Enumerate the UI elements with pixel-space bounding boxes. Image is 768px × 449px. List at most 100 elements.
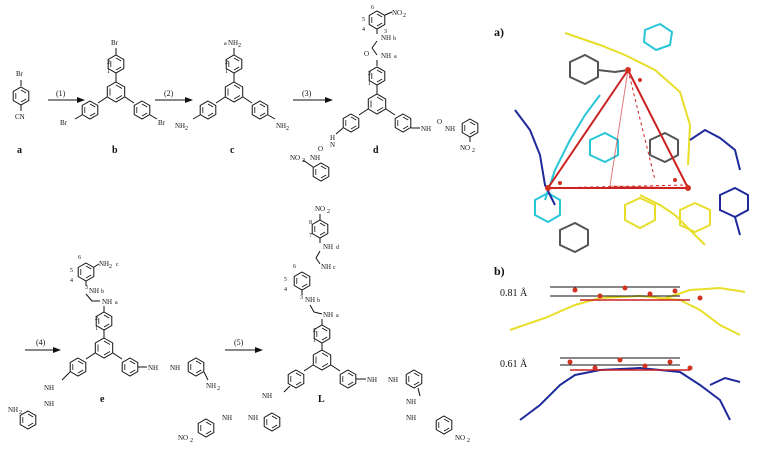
svg-text:NH: NH: [388, 376, 398, 384]
svg-text:6: 6: [293, 264, 296, 270]
svg-text:2: 2: [327, 209, 330, 215]
svg-text:b: b: [393, 36, 396, 42]
yellow-side-view: [509, 286, 746, 336]
arrow-step-2: (2): [155, 89, 193, 103]
svg-text:2: 2: [238, 43, 241, 49]
svg-text:NH: NH: [445, 125, 455, 133]
panel-b-side-views: b) 0.81 Å 0.61 Å: [494, 264, 746, 421]
svg-text:a: a: [394, 54, 397, 60]
svg-text:NH: NH: [381, 34, 391, 42]
svg-text:NH: NH: [170, 364, 180, 372]
svg-text:5: 5: [70, 268, 73, 274]
measurement-bottom: 0.61 Å: [500, 358, 528, 370]
svg-text:2: 2: [368, 71, 371, 77]
blue-molecule: [514, 109, 749, 236]
svg-text:NH: NH: [222, 414, 232, 422]
svg-text:2: 2: [472, 148, 475, 154]
svg-text:2: 2: [403, 13, 406, 19]
compound-d-label: d: [373, 145, 379, 156]
step-1-label: (1): [56, 89, 66, 98]
svg-text:NO: NO: [460, 144, 470, 152]
svg-text:NH: NH: [228, 39, 238, 47]
svg-text:4: 4: [362, 27, 365, 33]
arrow-step-5: (5): [225, 338, 263, 353]
compound-L: NO 2 8 7 NH d NH c 6 5 4 3 NH b NH a 2 1…: [178, 205, 470, 444]
step-2-label: (2): [164, 89, 174, 98]
gray-molecule: [559, 53, 679, 254]
svg-text:2: 2: [109, 264, 112, 270]
svg-text:NH: NH: [262, 392, 272, 400]
triangle-outline: [546, 68, 690, 189]
svg-text:6: 6: [371, 5, 374, 11]
svg-text:NH: NH: [276, 122, 286, 130]
step-5-label: (5): [234, 338, 244, 347]
svg-text:NH: NH: [381, 52, 391, 60]
compound-e: 6 5 4 3 NH 2 c NH b NH a 2 1 NH NH NH 2 …: [8, 255, 220, 430]
compound-c: a NH 2 2 1 NH 2 NH 2 c: [175, 39, 289, 156]
svg-text:2: 2: [185, 126, 188, 132]
svg-text:NH: NH: [102, 298, 112, 306]
svg-text:1: 1: [107, 69, 110, 75]
compound-a-label: a: [17, 145, 22, 156]
compound-b: Br 2 1 Br Br b: [60, 39, 166, 156]
svg-text:NH: NH: [305, 296, 315, 304]
svg-text:NH: NH: [406, 398, 416, 406]
svg-text:NH: NH: [321, 263, 331, 271]
svg-text:NO: NO: [290, 154, 300, 162]
svg-text:NH: NH: [206, 382, 216, 390]
svg-text:2: 2: [19, 410, 22, 416]
svg-text:d: d: [336, 245, 339, 251]
svg-text:b: b: [317, 298, 320, 304]
panel-b-label: b): [494, 264, 505, 278]
yellow-molecule: [564, 32, 711, 246]
svg-text:1: 1: [313, 338, 316, 344]
svg-text:a: a: [115, 300, 118, 306]
svg-text:O: O: [318, 145, 323, 153]
svg-text:2: 2: [107, 60, 110, 66]
svg-text:1: 1: [368, 81, 371, 87]
svg-text:2: 2: [95, 316, 98, 322]
svg-text:NH: NH: [310, 154, 320, 162]
svg-text:NH: NH: [8, 406, 18, 414]
compound-e-label: e: [100, 394, 105, 405]
svg-text:NO: NO: [455, 434, 465, 442]
svg-text:a: a: [224, 41, 227, 47]
svg-text:c: c: [116, 262, 119, 268]
svg-text:4: 4: [70, 278, 73, 284]
svg-text:NH: NH: [406, 414, 416, 422]
svg-text:2: 2: [286, 126, 289, 132]
svg-text:2: 2: [225, 60, 228, 66]
svg-text:6: 6: [78, 255, 81, 261]
svg-text:NH: NH: [323, 243, 333, 251]
svg-text:5: 5: [284, 277, 287, 283]
red-atoms: [545, 67, 691, 191]
svg-text:2: 2: [217, 386, 220, 392]
svg-text:2: 2: [302, 158, 305, 164]
b-br-left: Br: [60, 119, 68, 127]
panel-a-structure: a): [494, 22, 749, 254]
svg-text:3: 3: [85, 285, 88, 291]
b-br-right: Br: [158, 119, 166, 127]
step-4-label: (4): [36, 338, 46, 347]
a-cn: CN: [15, 113, 25, 121]
b-br-top: Br: [111, 39, 119, 47]
svg-text:NH: NH: [44, 384, 54, 392]
svg-text:4: 4: [284, 287, 287, 293]
compound-L-label: L: [318, 394, 325, 405]
svg-text:2: 2: [190, 438, 193, 444]
svg-text:NH: NH: [99, 260, 109, 268]
svg-text:1: 1: [95, 326, 98, 332]
svg-text:a: a: [336, 313, 339, 319]
compound-c-label: c: [230, 145, 235, 156]
svg-text:8: 8: [309, 220, 312, 226]
svg-text:NH: NH: [89, 287, 99, 295]
svg-text:NH: NH: [323, 311, 333, 319]
svg-text:NO: NO: [392, 9, 402, 17]
svg-text:NH: NH: [367, 376, 377, 384]
step-3-label: (3): [302, 89, 312, 98]
panel-a-label: a): [494, 25, 504, 39]
svg-text:3: 3: [300, 295, 303, 301]
arrow-step-3: (3): [293, 89, 333, 103]
svg-text:b: b: [101, 289, 104, 295]
